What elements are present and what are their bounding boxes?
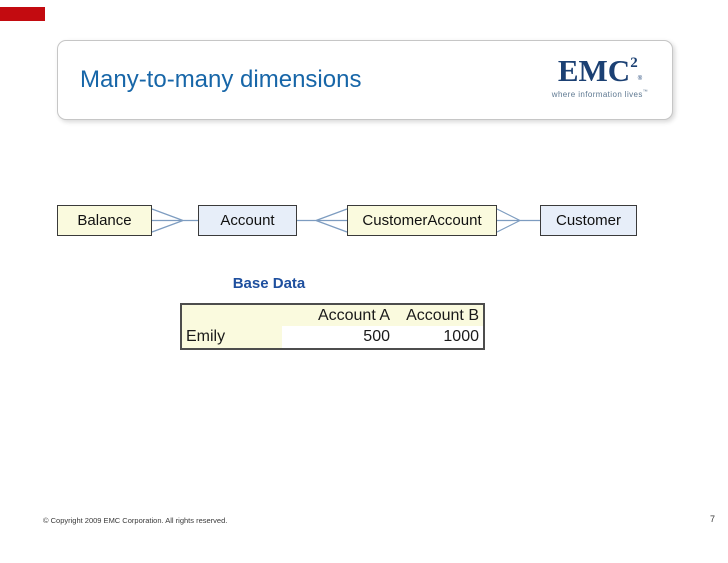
emc-logo: EMC2 ® where information lives™ — [540, 55, 660, 99]
slide-title: Many-to-many dimensions — [80, 66, 362, 93]
table-header-empty — [182, 305, 282, 326]
table-header-row: Account A Account B — [182, 305, 483, 326]
table-header-account-a: Account A — [317, 306, 390, 324]
page-number: 7 — [709, 514, 715, 524]
table-cell-account-b-value: 1000 — [392, 326, 483, 348]
emc-logo-exponent: 2 — [630, 55, 638, 71]
table-header-account-b: Account B — [406, 306, 479, 324]
trademark-icon: ™ — [642, 89, 649, 95]
emc-logo-text: EMC — [557, 53, 631, 88]
title-banner: Many-to-many dimensions EMC2 ® where info… — [57, 40, 673, 120]
connector-customeraccount-customer — [496, 208, 540, 233]
table-cell-account-a-value: 500 — [282, 326, 392, 348]
registered-trademark-icon: ® — [637, 76, 643, 82]
emc-logo-wordmark: EMC2 ® — [540, 55, 660, 86]
base-data-heading: Base Data — [232, 275, 306, 292]
entity-box-customeraccount: CustomerAccount — [347, 205, 497, 236]
footer-copyright: © Copyright 2009 EMC Corporation. All ri… — [43, 516, 228, 525]
entity-box-account: Account — [198, 205, 297, 236]
connector-account-customeraccount — [297, 208, 348, 233]
connector-balance-account — [151, 208, 198, 233]
emc-logo-tagline: where information lives™ — [551, 89, 649, 99]
entity-box-balance: Balance — [57, 205, 152, 236]
red-accent-bar — [0, 7, 45, 21]
base-data-table: Account A Account B Emily 500 1000 — [180, 303, 485, 350]
entity-box-customer: Customer — [540, 205, 637, 236]
table-row: Emily 500 1000 — [182, 326, 483, 348]
table-cell-customer-name: Emily — [182, 326, 282, 348]
